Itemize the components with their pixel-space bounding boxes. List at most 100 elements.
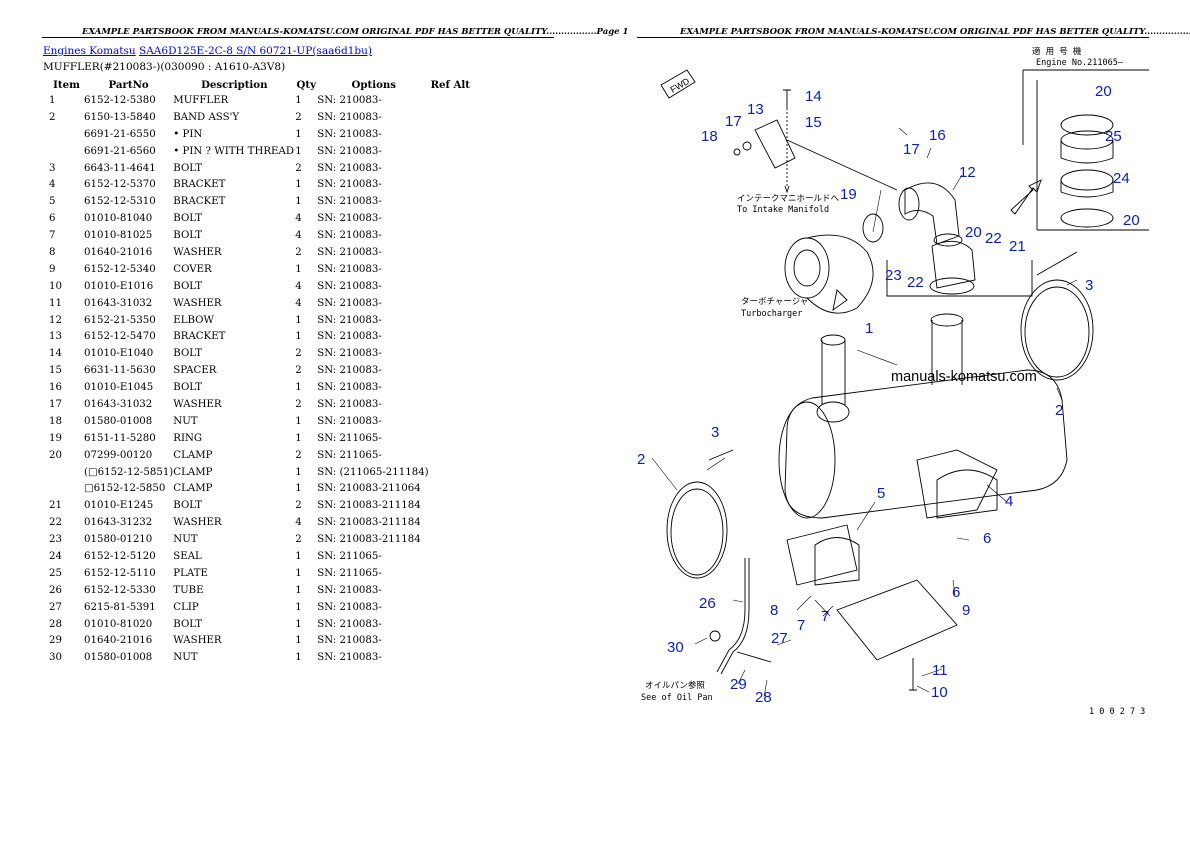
callout-15: 15 [805,114,822,131]
col-header-partno: PartNo [108,78,149,91]
cell-item [43,480,84,497]
callout-3a: 3 [1085,277,1093,294]
col-header-options: Options [351,78,397,91]
cell-refalt [430,345,470,362]
cell-description: CLAMP [173,483,213,495]
cell-refalt [430,193,470,210]
cell-description: BOLT [173,162,203,174]
callout-2a: 2 [1055,402,1063,419]
cell-partno: 6215-81-5391 [84,601,156,613]
cell-refalt [430,227,470,244]
cell-item: 23 [49,534,62,546]
cell-item [43,143,84,160]
cell-options: SN: 210083- [317,145,382,157]
cell-options: SN: 210083- [317,348,382,360]
oilpan-label-jp: オイルパン参照 [645,680,705,691]
callout-5: 5 [877,485,885,502]
cell-refalt [430,430,470,447]
cell-options: SN: 210083-211184 [317,517,421,529]
cell-options: SN: 210083- [317,213,382,225]
cell-refalt [430,633,470,650]
callout-21: 21 [1009,238,1026,255]
cell-description: WASHER [173,246,222,258]
cell-item [43,126,84,143]
callout-6a: 6 [983,530,991,547]
callout-22a: 22 [985,230,1002,247]
callout-24: 24 [1113,170,1130,187]
cell-refalt [430,480,470,497]
cell-partno: 01580-01210 [84,534,153,546]
cell-qty: 1 [295,415,302,427]
cell-refalt [430,616,470,633]
cell-refalt [430,278,470,295]
cell-partno: 01010-81020 [84,618,153,630]
cell-partno: 6691-21-6550 [84,128,156,140]
breadcrumb-link-engines[interactable]: Engines Komatsu [43,45,136,57]
cell-options: SN: 211065- [317,449,382,461]
cell-refalt [430,210,470,227]
cell-partno: 6152-12-5340 [84,263,156,275]
cell-description: SEAL [173,550,202,562]
cell-partno: 6152-12-5330 [84,584,156,596]
callout-22b: 22 [907,274,924,291]
cell-partno: 01640-21016 [84,635,153,647]
cell-refalt [430,599,470,616]
cell-item: 16 [49,382,62,394]
cell-item: 28 [49,618,62,630]
cell-item: 4 [49,179,56,191]
cell-options: SN: 210083- [317,398,382,410]
breadcrumb: Engines Komatsu SAA6D125E-2C-8 S/N 60721… [43,45,372,57]
cell-refalt [430,176,470,193]
col-header-refalt: Ref Alt [430,78,470,91]
cell-description: • PIN ? WITH THREAD [173,145,294,157]
cell-item: 26 [49,584,62,596]
page-header-right: EXAMPLE PARTSBOOK FROM MANUALS-KOMATSU.C… [680,27,1190,37]
cell-refalt [430,514,470,531]
cell-qty: 1 [295,635,302,647]
cell-partno: 6152-12-5370 [84,179,156,191]
cell-qty: 1 [295,179,302,191]
header-divider-right [637,37,1149,38]
breadcrumb-link-model[interactable]: SAA6D125E-2C-8 S/N 60721-UP(saa6d1bu) [139,45,373,57]
cell-qty: 1 [295,618,302,630]
cell-refalt [430,244,470,261]
callout-20c: 20 [1123,212,1140,229]
cell-description: PLATE [173,567,208,579]
cell-description: NUT [173,415,198,427]
cell-description: BOLT [173,382,203,394]
cell-qty: 1 [295,601,302,613]
cell-item: 19 [49,432,62,444]
parts-table: Item PartNo Description Qty Options Ref … [43,77,470,666]
cell-partno: 6152-12-5470 [84,331,156,343]
cell-item: 1 [49,94,56,106]
table-header-row: Item PartNo Description Qty Options Ref … [43,77,470,92]
cell-description: BOLT [173,230,203,242]
cell-options: SN: 210083- [317,246,382,258]
cell-item: 8 [49,246,56,258]
cell-partno: 07299-00120 [84,449,153,461]
drawing-number: 1 0 0 2 7 3 5 6 [1089,707,1149,717]
cell-qty: 2 [295,398,302,410]
cell-item [43,464,84,481]
callout-19: 19 [840,186,857,203]
cell-qty: 1 [295,314,302,326]
cell-partno: 01580-01008 [84,415,153,427]
cell-partno: 6151-11-5280 [84,432,156,444]
col-header-item: Item [53,78,80,91]
cell-description: BOLT [173,618,203,630]
cell-partno: 6152-21-5350 [84,314,156,326]
cell-partno: 6150-13-5840 [84,111,156,123]
callout-6b: 6 [952,584,960,601]
cell-item: 12 [49,314,62,326]
cell-item: 30 [49,652,62,664]
